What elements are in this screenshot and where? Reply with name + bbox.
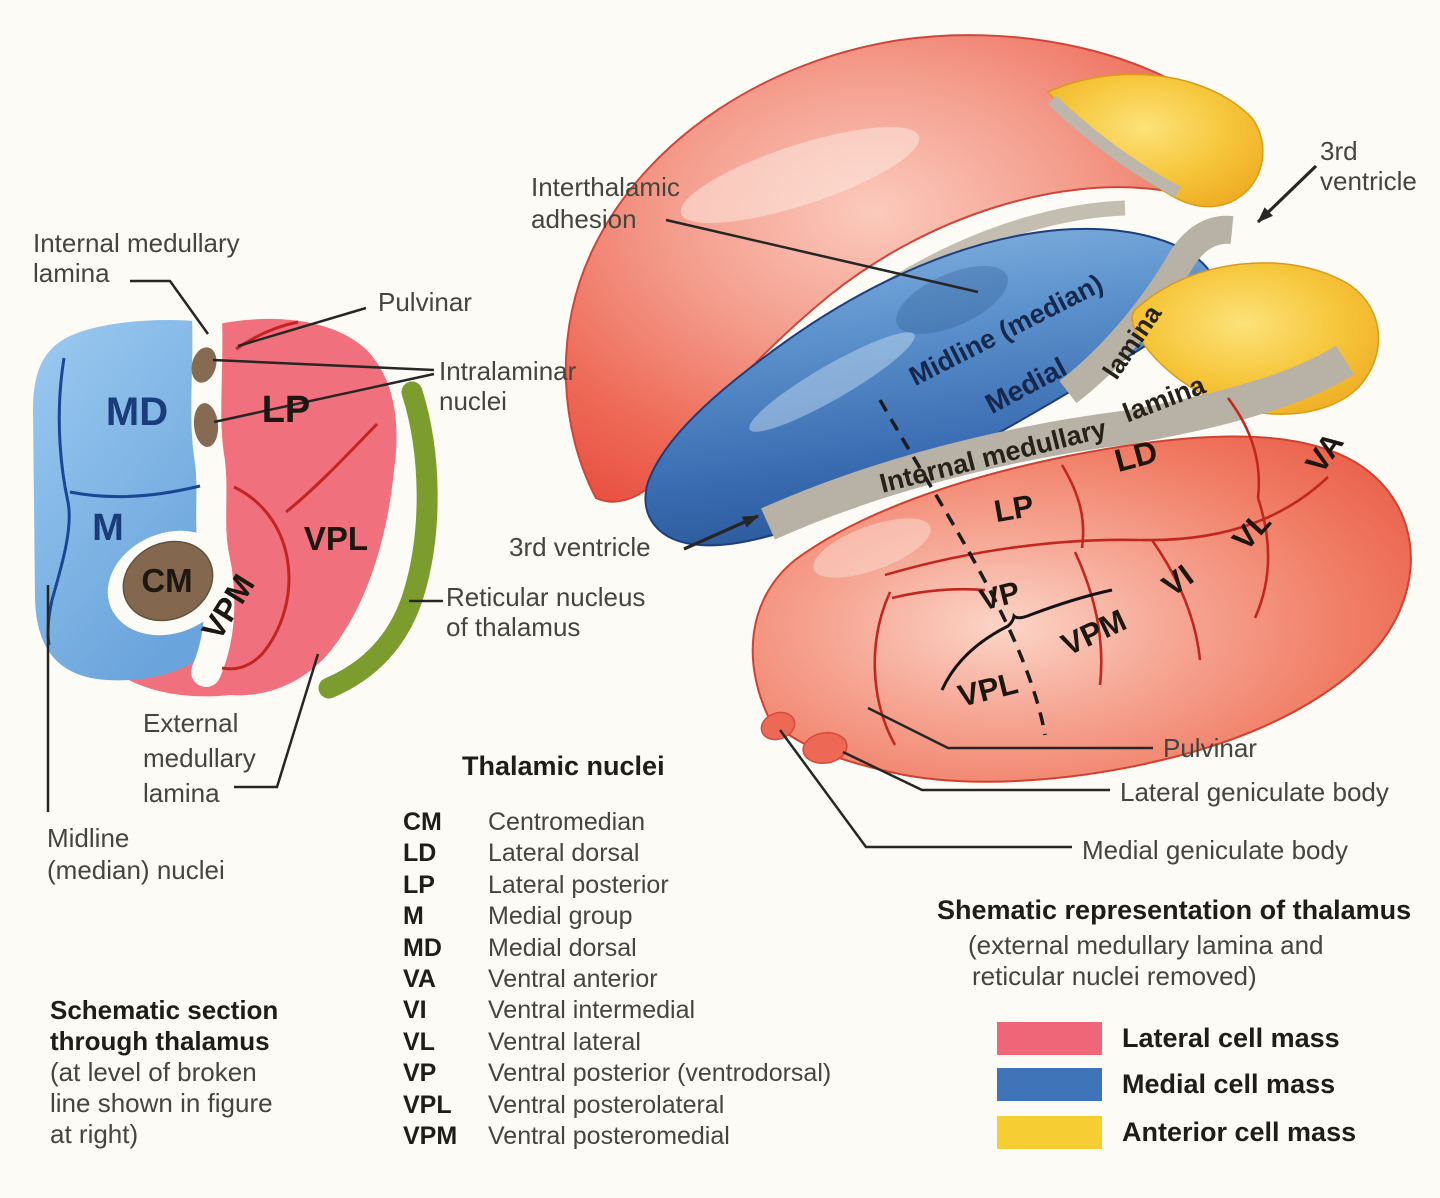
egg-region-lp: LP [991, 487, 1037, 530]
label-pulvinar-right: Pulvinar [1163, 733, 1257, 763]
legend-subtitle-1: (external medullary lamina and [968, 930, 1324, 960]
legend-item-anterior: Anterior cell mass [997, 1116, 1356, 1149]
legend-subtitle-2: reticular nuclei removed) [972, 961, 1257, 991]
egg-region-ld: LD [1110, 433, 1162, 479]
left-red-line-lp-vpl [285, 422, 379, 514]
gray-band-internal-medullary-lamina [761, 345, 1354, 540]
left-cm-nucleus [122, 540, 214, 622]
leader-lateral-geniculate [842, 750, 1110, 792]
legend-label-anterior: Anterior cell mass [1122, 1117, 1357, 1147]
leader-internal-medullary-lamina [130, 279, 210, 335]
leader-lines [46, 164, 1318, 849]
legend-item-medial: Medial cell mass [997, 1068, 1335, 1101]
legend-swatch-medial [997, 1068, 1102, 1101]
vp-brace [940, 588, 1113, 691]
arrow-third-ventricle-top [1256, 164, 1318, 224]
nuclei-list-title: Thalamic nuclei [462, 751, 665, 781]
label-third-ventricle-left: 3rd ventricle [509, 532, 651, 562]
leader-pulvinar-left [237, 306, 367, 348]
interthalamic-adhesion-bump [896, 265, 1008, 335]
label-midline-nuclei: Midline (median) nuclei [47, 823, 225, 885]
label-internal-medullary-lamina: Internal medullary lamina [33, 228, 240, 288]
legend-title: Shematic representation of thalamus [937, 895, 1412, 925]
label-interthalamic-adhesion: Interthalamic adhesion [531, 172, 680, 234]
arrow-third-ventricle-left [683, 514, 759, 551]
label-third-ventricle-top: 3rd ventricle [1320, 136, 1417, 196]
lateral-geniculate-bump [802, 732, 848, 764]
left-region-md: MD [105, 390, 169, 434]
legend-label-medial: Medial cell mass [1122, 1069, 1336, 1099]
left-region-m: M [92, 507, 124, 549]
left-region-lp: LP [261, 389, 311, 431]
leader-medial-geniculate [778, 729, 1072, 849]
leader-pulvinar-right [867, 706, 1153, 750]
broken-section-line [878, 399, 1047, 736]
blue-highlight [749, 332, 915, 432]
medial-geniculate-bump [760, 711, 796, 741]
left-intralaminar-nucleus-upper [191, 347, 217, 383]
legend-swatch-anterior [997, 1116, 1102, 1149]
left-red-line-vpm-arc [221, 485, 291, 671]
leader-intralaminar-lower [213, 372, 435, 424]
label-lateral-geniculate: Lateral geniculate body [1120, 777, 1389, 807]
legend-item-lateral: Lateral cell mass [997, 1022, 1340, 1055]
left-section-drawing [33, 303, 438, 699]
label-medial-geniculate: Medial geniculate body [1082, 835, 1348, 865]
legend-swatch-lateral [997, 1022, 1102, 1055]
left-region-cm: CM [141, 562, 193, 599]
left-lateral-mass-pink [97, 318, 397, 697]
label-intralaminar-nuclei: Intralaminar nuclei [439, 356, 577, 416]
left-internal-medullary-lamina-channel [191, 303, 235, 687]
label-pulvinar-left: Pulvinar [378, 287, 472, 317]
left-region-vpl: VPL [303, 520, 369, 557]
leader-external-lamina [234, 653, 320, 789]
leader-interthalamic [665, 218, 979, 294]
egg-highlight [813, 518, 931, 578]
left-reticular-nucleus-green [318, 381, 438, 699]
egg-gridlines [873, 397, 1329, 746]
crescent-highlight [680, 126, 920, 224]
label-external-medullary-lamina: External medullary lamina [143, 708, 256, 808]
gray-strip-crescent-yellow [1047, 95, 1181, 198]
left-blue-line-md-m-divider [69, 484, 201, 498]
legend-label-lateral: Lateral cell mass [1122, 1023, 1340, 1053]
left-intralaminar-nucleus-lower [193, 403, 219, 447]
right-view-drawing [564, 34, 1412, 783]
leader-intralaminar-upper [212, 358, 435, 372]
gray-band-lamina-upper [1059, 215, 1234, 404]
caption-schematic-section: Schematic section through thalamus (at l… [50, 995, 279, 1149]
label-reticular-nucleus: Reticular nucleus of thalamus [446, 582, 646, 642]
